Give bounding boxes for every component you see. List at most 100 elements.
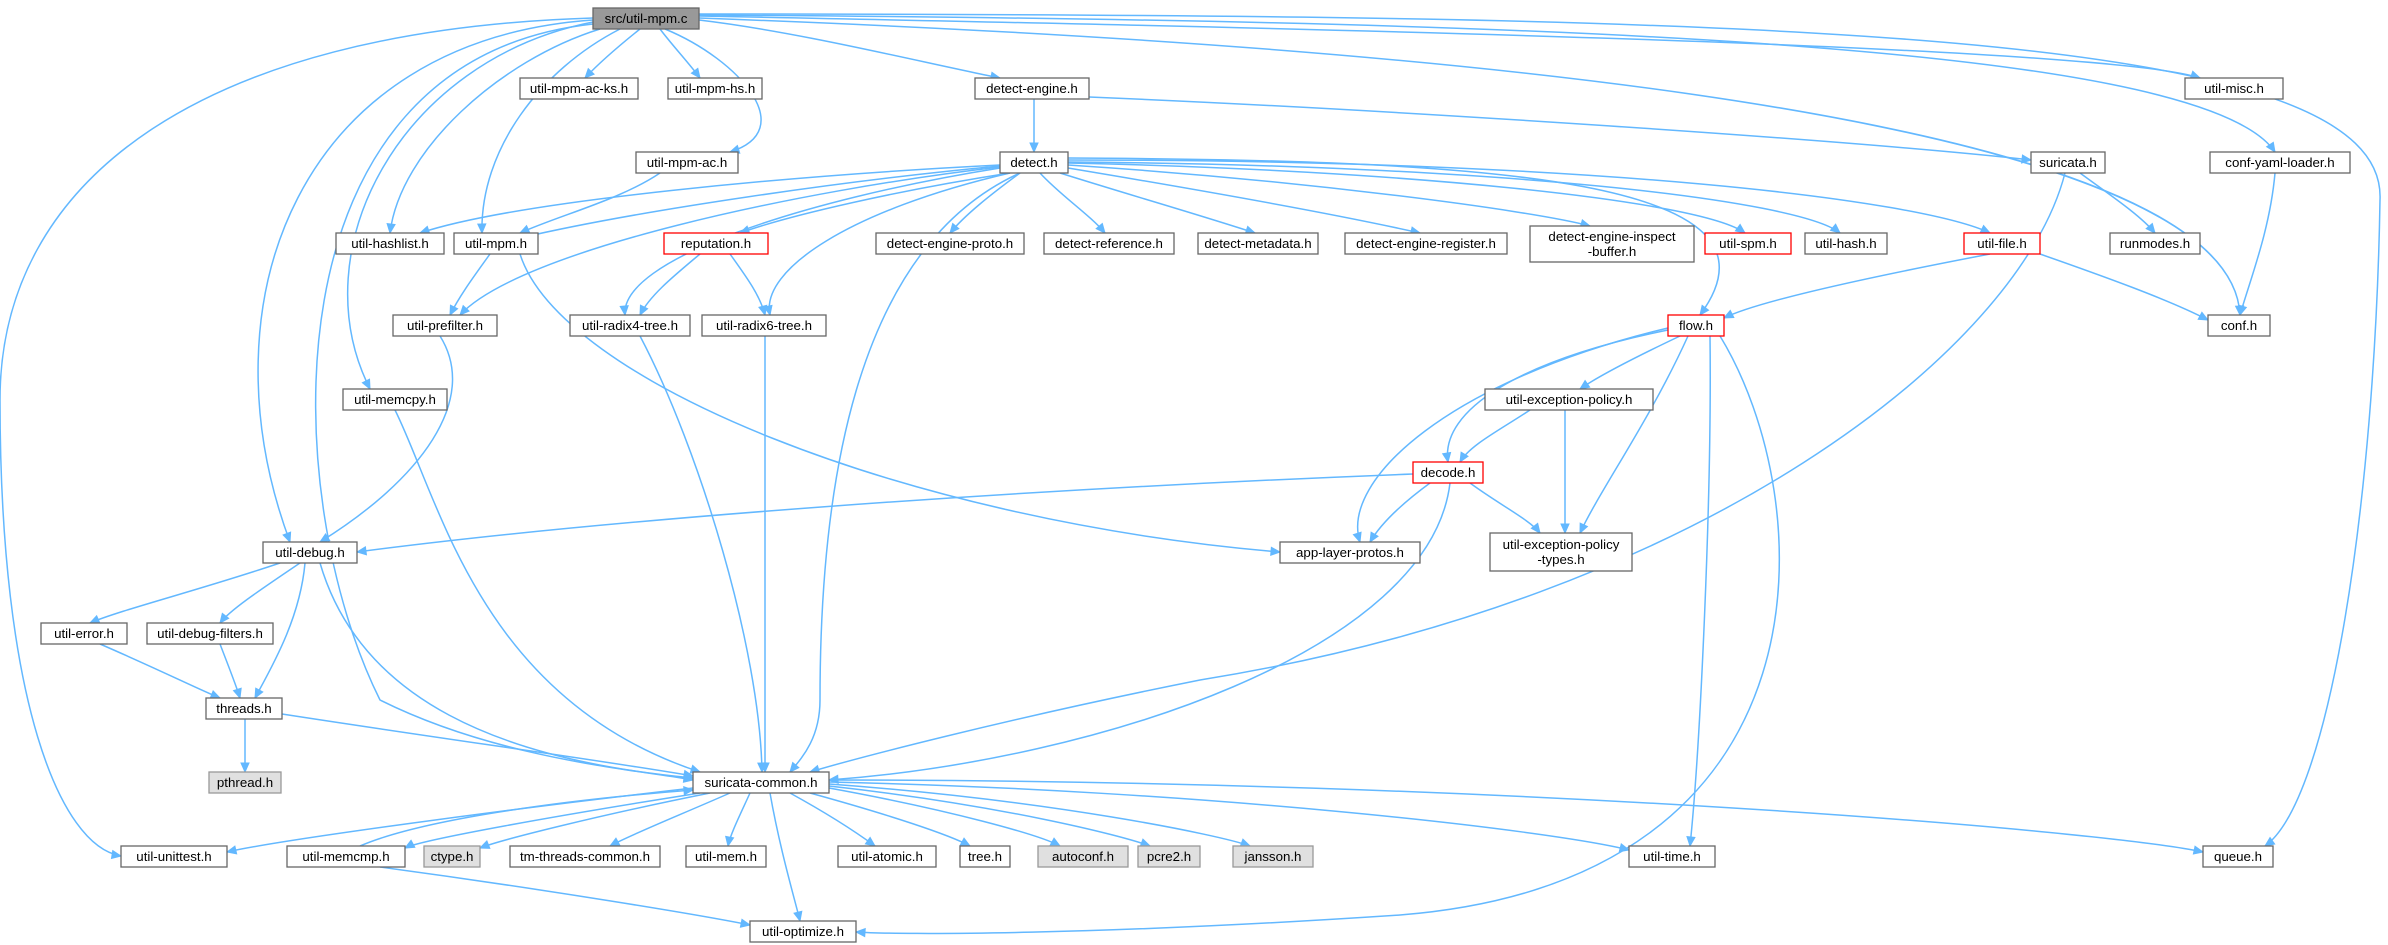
node-box [837,845,937,868]
node-suricata[interactable]: suricata.h [2030,151,2106,174]
edge-memcmp-to-optimize [379,866,751,926]
arrowhead-mpm_ac-to-util_mpm [518,224,531,234]
edge-flow-to-exc_types [1579,335,1689,534]
node-label: src/util-mpm.c [605,11,688,26]
node-label: runmodes.h [2120,236,2190,251]
node-atomic[interactable]: util-atomic.h [837,845,937,868]
node-box [146,622,274,645]
node-de-proto[interactable]: detect-engine-proto.h [875,232,1025,255]
edge-detect-to-d_ref [1039,172,1106,234]
edge-decode-to-util_debug [356,473,1414,553]
node-de-reg[interactable]: detect-engine-register.h [1344,232,1508,255]
edge-common-to-atomic [789,792,876,847]
node-debug-filters[interactable]: util-debug-filters.h [146,622,274,645]
edge-root-to-common [314,23,694,781]
node-queue[interactable]: queue.h [2202,845,2274,868]
node-box [1412,461,1484,484]
node-label: util-time.h [1643,849,1701,864]
arrowhead-memcmp-to-optimize [739,918,752,928]
node-radix4[interactable]: util-radix4-tree.h [569,314,691,337]
arrowhead-flow-to-optimize [854,927,866,938]
edge-common-to-autoconf [828,787,1061,847]
node-util-misc[interactable]: util-misc.h [2184,77,2284,100]
node-util-debug[interactable]: util-debug.h [262,541,358,564]
node-mpm-ac-ks[interactable]: util-mpm-ac-ks.h [519,77,639,100]
edge-root-to-conf_yaml [698,14,2276,153]
arrowhead-flow-to-exc_types [1579,522,1589,535]
node-box [208,771,282,794]
node-box [392,314,498,337]
arrowhead-common-to-ctype [478,840,491,849]
node-util-spm[interactable]: util-spm.h [1704,232,1792,255]
node-detect-engine[interactable]: detect-engine.h [974,77,1090,100]
node-exc-types[interactable]: util-exception-policy-types.h [1489,532,1633,572]
edge-reputation-to-radix6 [729,253,766,316]
arrowhead-detect-to-util_spm [1734,223,1746,234]
node-d-ref[interactable]: detect-reference.h [1043,232,1175,255]
arrowhead-memcmp-to-common [683,785,695,796]
node-app-layer[interactable]: app-layer-protos.h [1279,541,1421,564]
node-hashlist[interactable]: util-hashlist.h [335,232,445,255]
node-tm-threads[interactable]: tm-threads-common.h [509,845,661,868]
node-radix6[interactable]: util-radix6-tree.h [701,314,827,337]
node-util-time[interactable]: util-time.h [1628,845,1716,868]
edge-common-to-ctype [479,792,711,849]
node-memcmp[interactable]: util-memcmp.h [286,845,406,868]
node-pcre2[interactable]: pcre2.h [1137,845,1201,868]
node-box [519,77,639,100]
node-d-meta[interactable]: detect-metadata.h [1197,232,1319,255]
node-label: util-mpm.h [465,236,527,251]
node-detect[interactable]: detect.h [999,151,1069,174]
node-decode[interactable]: decode.h [1412,461,1484,484]
edge-util_debug-to-debug_filters [219,562,301,624]
node-unittest[interactable]: util-unittest.h [120,845,228,868]
node-label: pcre2.h [1147,849,1191,864]
arrowhead-suricata-to-runmodes [2145,222,2156,234]
node-util-file[interactable]: util-file.h [1963,232,2041,255]
node-util-error[interactable]: util-error.h [40,622,128,645]
node-autoconf[interactable]: autoconf.h [1037,845,1129,868]
arrowhead-common-to-optimize [793,910,803,923]
edge-detect-to-radix6 [768,172,1011,316]
node-label: app-layer-protos.h [1296,545,1404,560]
node-optimize[interactable]: util-optimize.h [749,920,857,943]
node-box [1344,232,1508,255]
node-jansson[interactable]: jansson.h [1232,845,1314,868]
node-mpm-ac[interactable]: util-mpm-ac.h [635,151,739,174]
node-tree[interactable]: tree.h [959,845,1011,868]
node-label: decode.h [1421,465,1476,480]
node-prefilter[interactable]: util-prefilter.h [392,314,498,337]
node-util-mem[interactable]: util-mem.h [685,845,767,868]
node-runmodes[interactable]: runmodes.h [2109,232,2201,255]
node-util-hash[interactable]: util-hash.h [1804,232,1888,255]
edge-common-to-pcre2 [828,785,1151,847]
node-conf-yaml[interactable]: conf-yaml-loader.h [2209,151,2351,174]
node-label: util-mpm-ac.h [647,155,728,170]
node-exc-policy[interactable]: util-exception-policy.h [1484,388,1654,411]
node-common[interactable]: suricata-common.h [692,771,830,794]
arrowhead-common-to-unittest [225,845,238,855]
node-conf[interactable]: conf.h [2207,314,2271,337]
arrowhead-util_debug-to-debug_filters [219,612,230,624]
node-threads[interactable]: threads.h [205,697,283,720]
node-label: util-prefilter.h [407,318,483,333]
node-de-insp[interactable]: detect-engine-inspect-buffer.h [1529,225,1695,263]
node-flow[interactable]: flow.h [1667,314,1725,337]
node-pthread[interactable]: pthread.h [208,771,282,794]
edge-memcmp-to-common [359,789,694,847]
node-box [1043,232,1175,255]
node-memcpy[interactable]: util-memcpy.h [342,388,448,411]
edge-root-to-hashlist [389,28,601,234]
arrowhead-detect-to-de_proto [949,222,960,234]
arrowhead-detect-to-radix4 [619,305,629,317]
edge-memcpy-to-common [394,409,701,773]
node-mpm-hs[interactable]: util-mpm-hs.h [667,77,763,100]
node-root[interactable]: src/util-mpm.c [592,7,700,30]
node-ctype[interactable]: ctype.h [423,845,481,868]
node-util-mpm[interactable]: util-mpm.h [453,232,539,255]
arrowhead-prefilter-to-util_debug [318,532,331,543]
node-reputation[interactable]: reputation.h [663,232,769,255]
node-label: util-radix4-tree.h [582,318,678,333]
node-box [2109,232,2201,255]
arrowhead-debug_filters-to-threads [232,687,242,700]
